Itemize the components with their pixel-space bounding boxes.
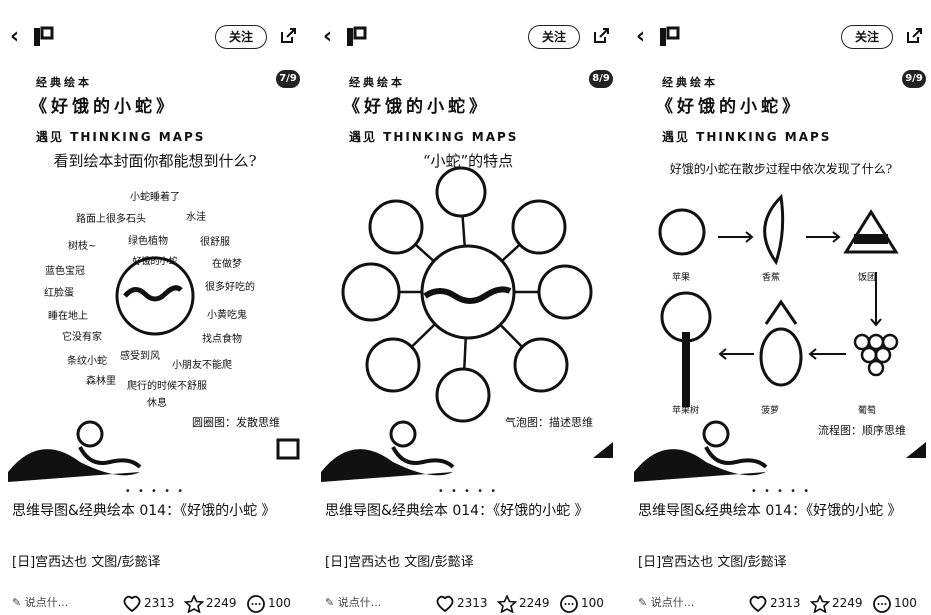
circle-word: 小黄吃鬼: [207, 310, 247, 321]
slide-question: 好饿的小蛇在散步过程中依次发现了什么?: [669, 162, 893, 176]
comment-count-button[interactable]: 100: [872, 592, 917, 614]
page-indicator: 9/9: [902, 70, 926, 88]
carousel-dots: • • • • •: [437, 486, 499, 497]
circle-word: 绿色植物: [128, 236, 168, 247]
top-bar: ‹ 关注: [0, 22, 310, 52]
slide-question: “小蛇”的特点: [422, 152, 514, 170]
follow-button[interactable]: 关注: [528, 25, 580, 49]
heart-icon: [749, 595, 767, 612]
star-icon: [809, 593, 831, 614]
circle-word: 水洼: [186, 212, 206, 223]
post-subtitle: [日]宫西达也 文图/彭懿译: [638, 555, 787, 570]
circle-word: 在做梦: [212, 259, 242, 270]
series-label: 经典绘本: [349, 76, 405, 89]
comment-icon: [247, 594, 265, 613]
share-icon[interactable]: [592, 27, 610, 45]
post-title[interactable]: 思维导图&经典绘本 014：《好饿的小蛇 》: [12, 503, 276, 519]
top-bar: ‹ 关注: [313, 22, 623, 52]
circle-word: 找点食物: [202, 334, 242, 345]
flow-item: 香蕉: [762, 273, 781, 283]
comment-input[interactable]: ✎ 说点什...: [325, 596, 382, 609]
map-caption: 气泡图：描述思维: [505, 416, 593, 429]
method-label: 遇见 THINKING MAPS: [36, 130, 206, 144]
author-avatar[interactable]: [32, 26, 54, 48]
flow-item: 饭团: [858, 273, 877, 283]
share-icon[interactable]: [905, 27, 923, 45]
post-card-3: ‹ 关注 9/9 经典绘本 《好饿的小蛇》 遇见 THINKING MAPS 好…: [626, 0, 931, 615]
like-button[interactable]: 2313: [122, 592, 175, 614]
method-label: 遇见 THINKING MAPS: [349, 130, 519, 144]
circle-word: 小蛇睡着了: [130, 192, 180, 203]
author-avatar[interactable]: [658, 26, 680, 48]
post-subtitle: [日]宫西达也 文图/彭懿译: [325, 555, 474, 570]
page-indicator: 7/9: [276, 70, 300, 88]
circle-word: 它没有家: [62, 332, 102, 343]
book-title: 《好饿的小蛇》: [656, 97, 803, 117]
map-caption: 流程图：顺序思维: [818, 424, 906, 437]
follow-button[interactable]: 关注: [841, 25, 893, 49]
circle-word: 蓝色宝冠: [45, 266, 85, 277]
book-title: 《好饿的小蛇》: [30, 97, 177, 117]
bottom-bar: ✎ 说点什... 2313 2249 100: [313, 592, 623, 614]
book-title: 《好饿的小蛇》: [343, 97, 490, 117]
star-icon: [496, 593, 518, 614]
comment-icon: [560, 594, 578, 613]
post-title[interactable]: 思维导图&经典绘本 014：《好饿的小蛇 》: [638, 503, 902, 519]
collect-button[interactable]: 2249: [809, 592, 863, 614]
heart-icon: [123, 595, 141, 612]
center-label: 好饿的小蛇: [132, 255, 177, 267]
flow-item: 苹果树: [672, 406, 700, 416]
flow-item: 葡萄: [858, 406, 877, 416]
star-icon: [183, 593, 205, 614]
flow-item: 苹果: [672, 273, 691, 283]
circle-word: 红脸蛋: [44, 288, 74, 299]
post-card-2: ‹ 关注 8/9 经典绘本 《好饿的小蛇》 遇见 THINKING MAPS “…: [313, 0, 623, 615]
bottom-bar: ✎ 说点什... 2313 2249 100: [626, 592, 931, 614]
share-icon[interactable]: [279, 27, 297, 45]
carousel-dots: • • • • •: [124, 486, 186, 497]
top-bar: ‹ 关注: [626, 22, 931, 52]
series-label: 经典绘本: [36, 76, 92, 89]
flow-item: 菠萝: [761, 406, 780, 416]
map-caption: 圆圈图：发散思维: [192, 416, 280, 429]
series-label: 经典绘本: [662, 76, 718, 89]
circle-word: 很多好吃的: [205, 282, 255, 293]
like-button[interactable]: 2313: [435, 592, 488, 614]
flow-map-illustration: [634, 193, 926, 482]
carousel-dots: • • • • •: [750, 486, 812, 497]
back-icon[interactable]: ‹: [323, 24, 333, 49]
collect-button[interactable]: 2249: [496, 592, 550, 614]
circle-word: 条纹小蛇: [67, 356, 107, 367]
slide-question: 看到绘本封面你都能想到什么?: [53, 152, 257, 170]
comment-input[interactable]: ✎ 说点什...: [12, 596, 69, 609]
circle-word: 树枝~: [68, 241, 97, 252]
post-title[interactable]: 思维导图&经典绘本 014：《好饿的小蛇 》: [325, 503, 589, 519]
collect-button[interactable]: 2249: [183, 592, 237, 614]
circle-map-illustration: 好饿的小蛇: [8, 255, 300, 482]
comment-input[interactable]: ✎ 说点什...: [638, 596, 695, 609]
post-card-1: ‹ 关注 7/9 经典绘本 《好饿的小蛇》 遇见 THINKING MAPS 看…: [0, 0, 310, 615]
bubble-map-illustration: [321, 166, 613, 482]
circle-word: 休息: [147, 398, 167, 409]
post-subtitle: [日]宫西达也 文图/彭懿译: [12, 555, 161, 570]
comment-count-button[interactable]: 100: [559, 592, 604, 614]
method-label: 遇见 THINKING MAPS: [662, 130, 832, 144]
circle-word: 很舒服: [200, 237, 230, 248]
circle-word: 睡在地上: [48, 311, 88, 322]
circle-word: 森林里: [86, 376, 116, 387]
back-icon[interactable]: ‹: [10, 24, 20, 49]
circle-word: 小朋友不能爬: [172, 360, 232, 371]
circle-word: 感受到风: [120, 351, 160, 362]
bottom-bar: ✎ 说点什... 2313 2249 100: [0, 592, 310, 614]
circle-word: 爬行的时候不舒服: [127, 381, 207, 392]
back-icon[interactable]: ‹: [636, 24, 646, 49]
comment-icon: [873, 594, 891, 613]
page-indicator: 8/9: [589, 70, 613, 88]
like-button[interactable]: 2313: [748, 592, 801, 614]
author-avatar[interactable]: [345, 26, 367, 48]
comment-count-button[interactable]: 100: [246, 592, 291, 614]
follow-button[interactable]: 关注: [215, 25, 267, 49]
heart-icon: [436, 595, 454, 612]
circle-word: 路面上很多石头: [76, 214, 146, 225]
